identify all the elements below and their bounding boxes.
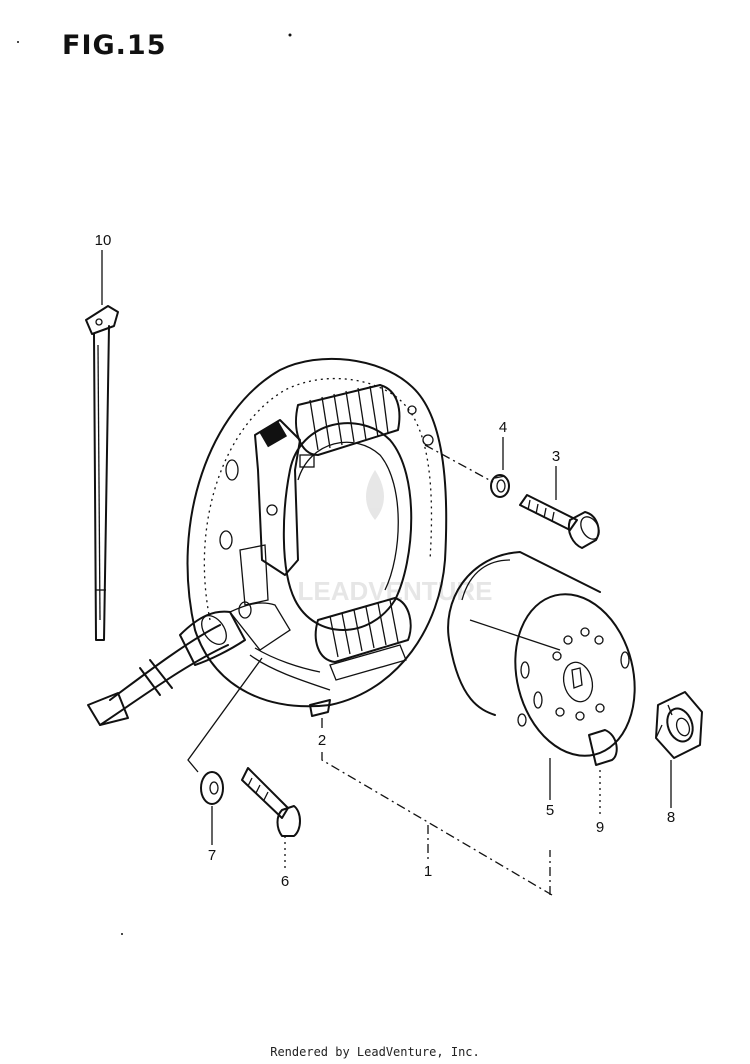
- callout-7: 7: [208, 847, 216, 864]
- speck: [288, 33, 292, 37]
- callout-5: 5: [546, 802, 554, 819]
- callout-8: 8: [667, 809, 675, 826]
- part-5-rotor: [447, 551, 636, 757]
- part-10-cable-tie: [85, 305, 119, 641]
- part-7-washer: [200, 771, 224, 805]
- callout-9: 9: [596, 819, 604, 836]
- part-4-washer: [490, 474, 510, 498]
- callout-1: 1: [424, 863, 432, 880]
- callout-10: 10: [95, 232, 112, 249]
- speck: [17, 41, 19, 43]
- part-3-screw: [519, 494, 600, 549]
- speck: [121, 933, 123, 935]
- part-2-stator-assembly: [87, 357, 448, 773]
- callout-6: 6: [281, 873, 289, 890]
- callout-2: 2: [318, 732, 326, 749]
- leader-4-axis: [424, 444, 494, 483]
- part-9-key: [588, 729, 618, 766]
- callout-4: 4: [499, 419, 507, 436]
- part-6-screw: [241, 767, 301, 837]
- callout-3: 3: [552, 448, 560, 465]
- part-8-nut: [655, 691, 703, 759]
- footer-credit: Rendered by LeadVenture, Inc.: [270, 1045, 480, 1059]
- figure-title: FIG.15: [62, 30, 167, 61]
- leader-1-bracket: [321, 752, 553, 896]
